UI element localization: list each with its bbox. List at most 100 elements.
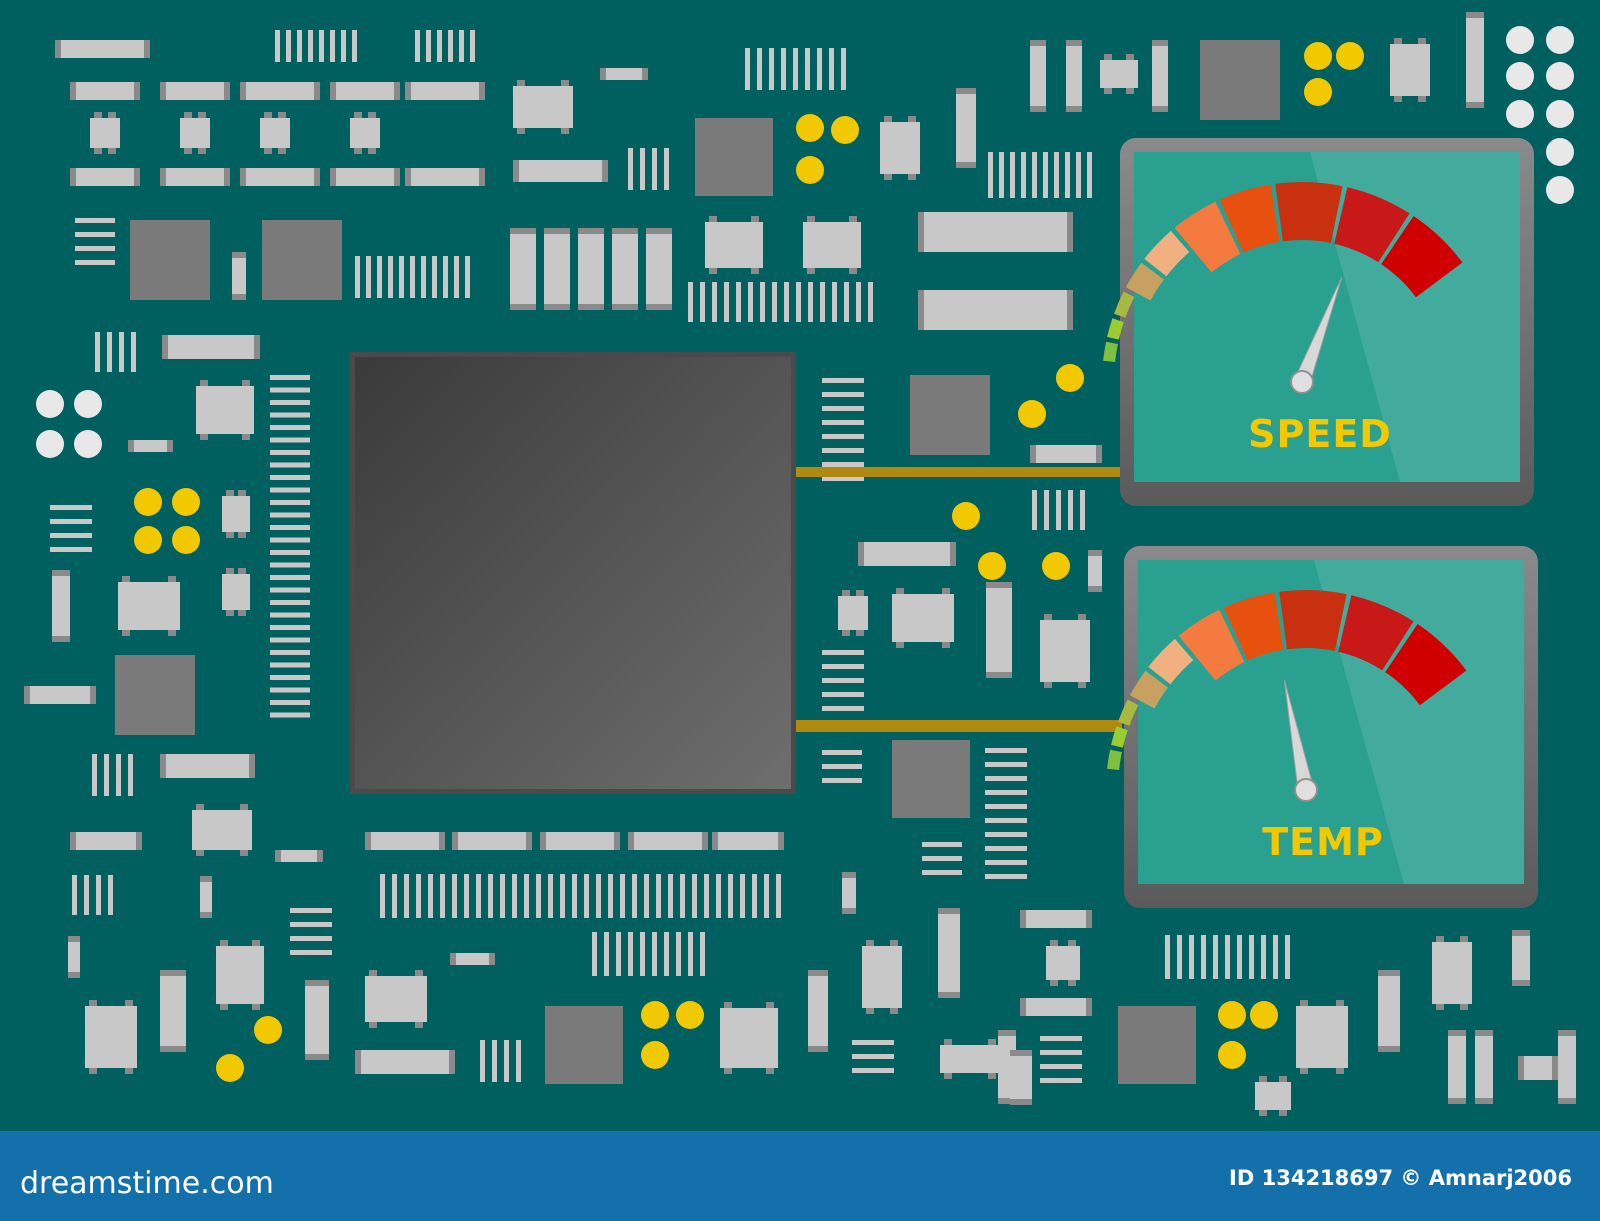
- capacitor: [192, 804, 252, 856]
- small-ic: [892, 740, 970, 818]
- resistor-array: [1040, 1036, 1082, 1083]
- capacitor: [720, 1002, 778, 1074]
- resistor: [600, 68, 648, 80]
- resistor: [162, 335, 260, 359]
- resistor: [70, 168, 140, 186]
- solder-pad: [1304, 78, 1332, 106]
- resistor: [918, 290, 1073, 330]
- temp-scale-segment: [1148, 638, 1194, 685]
- resistor: [405, 168, 485, 186]
- capacitor: [1040, 614, 1090, 688]
- solder-pad: [216, 1054, 244, 1082]
- footer-bar: [0, 1131, 1600, 1221]
- footer-brand: dreamstime.com: [20, 1166, 274, 1201]
- resistor: [544, 228, 570, 310]
- resistor: [200, 876, 212, 918]
- resistor: [365, 832, 445, 850]
- gauges: [1103, 138, 1538, 908]
- resistor-array: [1165, 935, 1290, 979]
- speed-scale-segment: [1334, 187, 1410, 263]
- resistor-array: [988, 152, 1092, 198]
- resistor: [1466, 12, 1484, 108]
- solder-pad: [1218, 1041, 1246, 1069]
- capacitor: [1390, 38, 1430, 102]
- resistor: [160, 970, 186, 1052]
- temp-scale-segment: [1129, 670, 1168, 709]
- resistor: [1030, 445, 1102, 463]
- capacitor: [1255, 1076, 1291, 1116]
- capacitor: [118, 576, 180, 636]
- resistor: [858, 542, 956, 566]
- temp-needle-hub: [1294, 778, 1318, 802]
- resistor: [1152, 40, 1168, 112]
- capacitor: [892, 588, 954, 648]
- via-pad: [1546, 26, 1574, 54]
- resistor-array: [822, 750, 862, 783]
- solder-pad: [676, 1001, 704, 1029]
- capacitor: [222, 490, 250, 538]
- resistor: [956, 88, 976, 168]
- resistor: [1378, 970, 1400, 1052]
- via-pad: [1506, 100, 1534, 128]
- speed-gauge: [1103, 138, 1534, 506]
- resistor: [330, 168, 400, 186]
- small-ic: [262, 220, 342, 300]
- temp-scale-segment: [1111, 726, 1128, 748]
- solder-pad: [641, 1041, 669, 1069]
- resistor: [405, 82, 485, 100]
- resistor: [305, 980, 329, 1060]
- small-ic: [545, 1006, 623, 1084]
- capacitor: [1100, 54, 1138, 94]
- resistor-array: [380, 874, 781, 918]
- via-pad: [1506, 26, 1534, 54]
- capacitor: [85, 1000, 137, 1074]
- resistor: [808, 970, 828, 1052]
- temp-scale-segment: [1338, 595, 1414, 671]
- resistor: [578, 228, 604, 310]
- resistor: [1020, 998, 1092, 1016]
- via-pad: [74, 390, 102, 418]
- via-pad: [36, 430, 64, 458]
- resistor-array: [480, 1040, 521, 1082]
- resistor-array: [688, 282, 873, 322]
- capacitor: [90, 112, 120, 154]
- resistor-array: [745, 48, 846, 90]
- capacitor: [196, 380, 254, 440]
- resistor: [275, 850, 323, 862]
- solder-pad: [1018, 400, 1046, 428]
- capacitor: [880, 116, 920, 180]
- solder-pad: [641, 1001, 669, 1029]
- temp-scale-segment: [1107, 749, 1122, 770]
- solder-pad: [1250, 1001, 1278, 1029]
- via-pad: [1546, 100, 1574, 128]
- capacitor: [180, 112, 210, 154]
- trace-to-speed: [796, 467, 1122, 477]
- resistor: [1518, 1056, 1558, 1080]
- resistor: [986, 582, 1012, 678]
- capacitor: [260, 112, 290, 154]
- solder-pad: [1056, 364, 1084, 392]
- solder-pad: [172, 526, 200, 554]
- resistor-array: [852, 1040, 894, 1073]
- temp-gauge-label: TEMP: [1262, 820, 1384, 864]
- resistor: [1020, 910, 1092, 928]
- resistor: [240, 82, 320, 100]
- capacitor: [803, 216, 861, 274]
- capacitor: [1432, 936, 1472, 1010]
- smd-components: [24, 12, 1576, 1116]
- solder-pad: [978, 552, 1006, 580]
- small-ic: [1200, 40, 1280, 120]
- capacitor: [365, 970, 427, 1028]
- resistor: [70, 82, 140, 100]
- resistor: [646, 228, 672, 310]
- speed-gauge-label: SPEED: [1248, 412, 1392, 456]
- via-pad: [1546, 138, 1574, 166]
- resistor: [452, 832, 532, 850]
- solder-pad: [134, 526, 162, 554]
- small-ic: [1118, 1006, 1196, 1084]
- speed-scale-segment: [1107, 318, 1124, 340]
- resistor-array: [72, 875, 113, 915]
- solder-pad: [134, 488, 162, 516]
- via-pad: [36, 390, 64, 418]
